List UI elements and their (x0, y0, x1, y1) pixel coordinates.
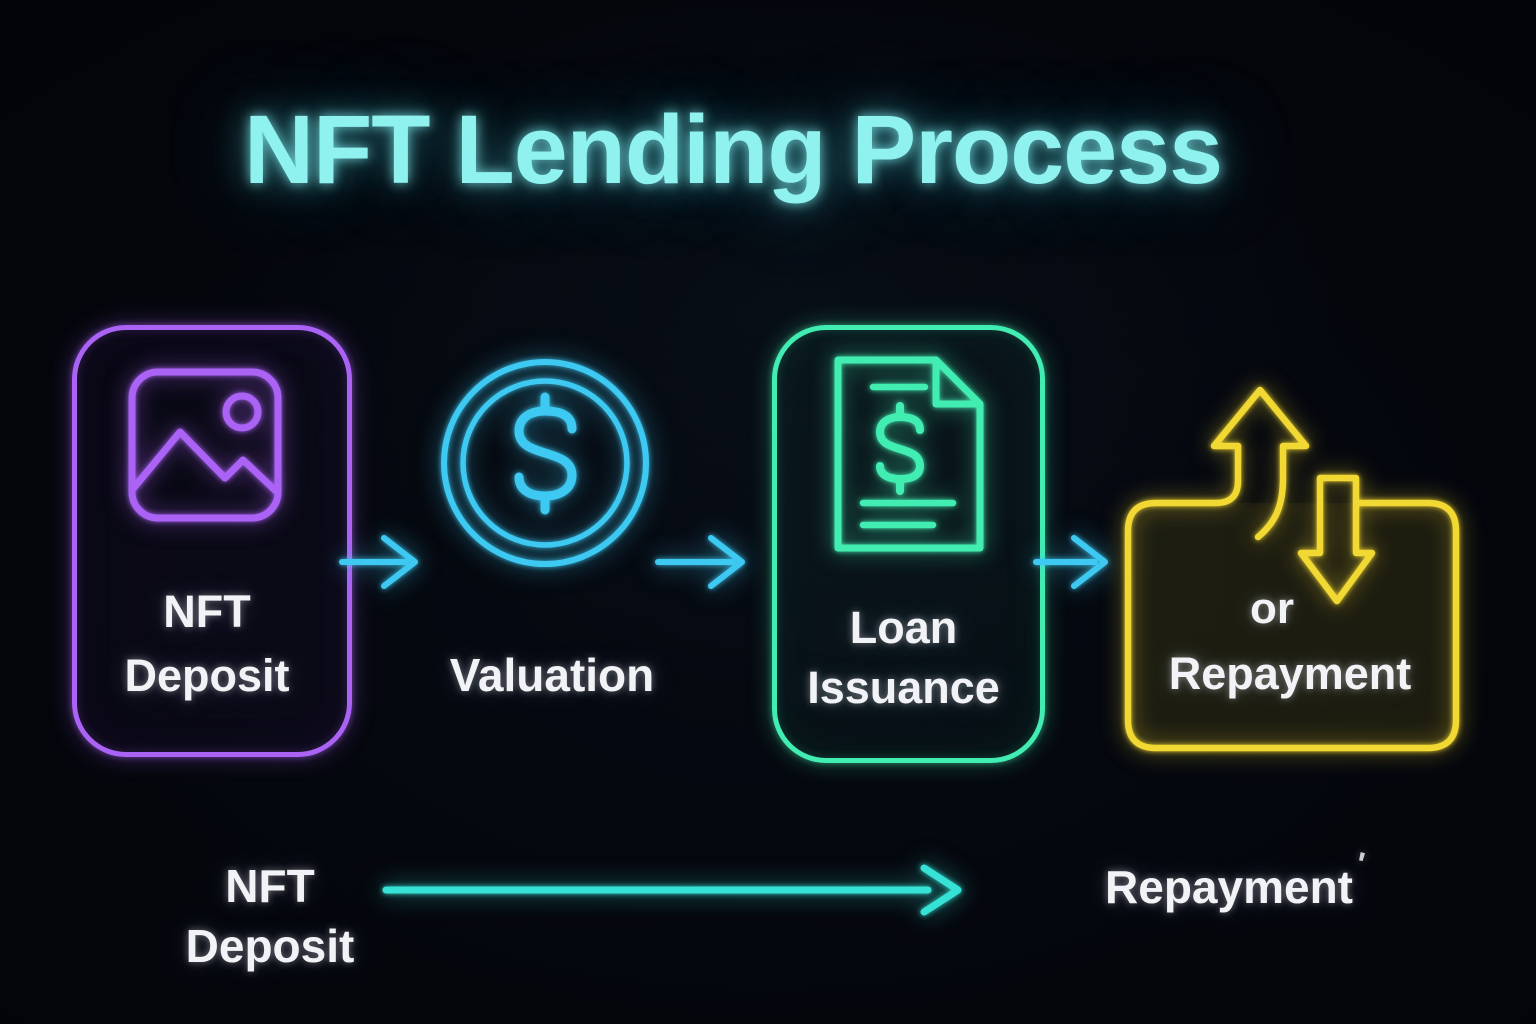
page-title: NFT Lending Process (243, 95, 1223, 204)
step-label-line: Deposit (124, 650, 290, 701)
step-label-valuation: Valuation (402, 648, 702, 702)
step-label-line: Valuation (449, 649, 655, 701)
footer-label-nft-deposit: NFT Deposit (145, 856, 395, 976)
up-arrow-icon (1210, 386, 1310, 541)
image-icon (128, 368, 282, 522)
step-label-line: or (1250, 584, 1294, 633)
footer-label-line: NFT (225, 860, 315, 912)
down-arrow-icon (1297, 474, 1376, 605)
dollar-document-icon (834, 356, 984, 552)
step-label-loan-issuance: Loan Issuance (772, 598, 1035, 718)
step-card-nft-deposit (72, 325, 352, 757)
footer-flow-arrow-right-icon (382, 864, 962, 916)
step-label-nft-deposit: NFT Deposit (72, 580, 342, 708)
step-label-line: Repayment (1168, 648, 1412, 699)
footer-label-line: Deposit (185, 920, 355, 972)
step-label-line: NFT (163, 586, 251, 637)
flow-arrow-2-right-icon (655, 535, 745, 589)
flow-arrow-3-right-icon (1033, 535, 1108, 589)
repayment-box-border (1124, 442, 1460, 752)
footer-label-repayment: Repayment (1105, 861, 1353, 913)
step-card-repayment (1124, 386, 1460, 752)
step-card-loan-issuance (772, 325, 1045, 763)
step-label-line: Issuance (807, 662, 1000, 713)
step-label-repayment: Repayment (1110, 648, 1470, 700)
dollar-coin-icon (441, 359, 649, 567)
step-label-or: or (1182, 584, 1362, 634)
flow-arrow-1-right-icon (339, 535, 418, 589)
step-label-line: Loan (849, 602, 958, 653)
repayment-box-fill (1128, 503, 1456, 748)
